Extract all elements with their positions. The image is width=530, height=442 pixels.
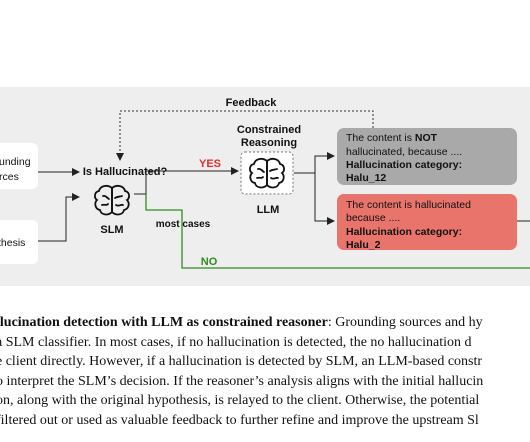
not-box-category-label: Hallucination category:	[346, 159, 462, 171]
hypothesis-box: thesis	[0, 220, 38, 264]
caption-title: llucination detection with LLM as constr…	[0, 315, 328, 330]
is-hallucinated-label: Is Hallucinated?	[83, 166, 168, 178]
no-path-line	[145, 194, 530, 269]
hallucinated-arrow	[314, 173, 335, 225]
feedback-loop: Feedback	[116, 97, 374, 161]
caption-line-2: a SLM classifier. In most cases, if no h…	[0, 334, 472, 350]
most-cases-label: most cases	[156, 219, 211, 230]
is-box-category-value: Halu_2	[346, 239, 381, 251]
constrained-label-line2: Reasoning	[241, 137, 297, 149]
not-box-line1: The content is NOT	[346, 132, 438, 144]
caption-line-1-rest: : Grounding sources and hy	[327, 315, 483, 330]
brain-icon	[249, 157, 285, 189]
no-label: NO	[201, 256, 218, 268]
hypothesis-to-slm-arrow	[38, 193, 80, 242]
slm-label: SLM	[100, 224, 123, 236]
feedback-label: Feedback	[226, 97, 278, 109]
hypothesis-label: thesis	[0, 237, 25, 249]
caption-line-1: llucination detection with LLM as constr…	[0, 313, 530, 333]
is-box-category-label: Hallucination category:	[346, 226, 462, 238]
not-hallucinated-box: The content is NOT hallucinated, because…	[337, 128, 517, 185]
caption-line-3: e client directly. However, if a halluci…	[0, 354, 483, 369]
caption-line-6: filtered out or used as valuable feedbac…	[0, 412, 479, 428]
not-box-category-value: Halu_12	[346, 172, 386, 184]
is-box-line1: The content is hallucinated	[346, 199, 471, 211]
not-hallucinated-arrow	[314, 152, 335, 173]
figure-caption: llucination detection with LLM as constr…	[0, 313, 530, 430]
brain-icon	[94, 184, 130, 216]
not-box-line2: hallucinated, because ....	[346, 146, 462, 158]
is-box-line2: because ....	[346, 212, 400, 224]
hallucinated-box: The content is hallucinated because ....…	[337, 194, 517, 251]
llm-label: LLM	[257, 204, 280, 216]
grounding-sources-line1: unding	[0, 156, 31, 168]
yes-arrow	[145, 167, 239, 194]
caption-line-5: on, along with the original hypothesis, …	[0, 393, 480, 408]
constrained-label-line1: Constrained	[237, 124, 301, 136]
caption-line-4: o interpret the SLM’s decision. If the r…	[0, 373, 484, 389]
grounding-sources-box: unding rces	[0, 143, 38, 189]
grounding-sources-line2: rces	[0, 171, 19, 183]
yes-label: YES	[199, 158, 221, 170]
